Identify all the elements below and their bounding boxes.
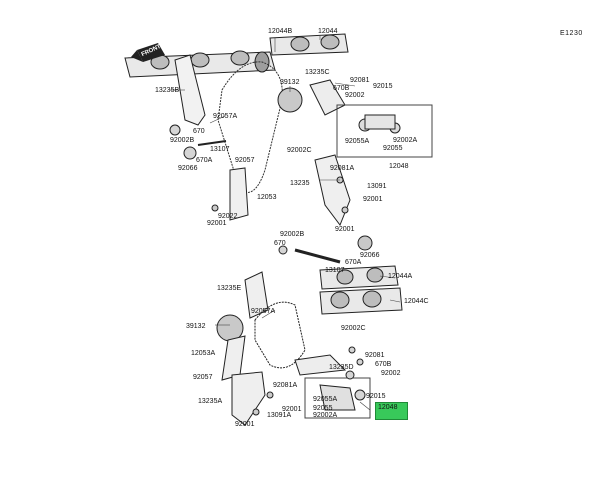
label-92001-mid-r: 92001 bbox=[363, 196, 383, 203]
label-12044a: 12044A bbox=[388, 273, 413, 280]
label-12053a: 12053A bbox=[191, 350, 216, 357]
label-13235d: 13235D bbox=[329, 364, 354, 371]
label-92081a-mid: 92081A bbox=[330, 165, 355, 172]
label-92057a-bot: 92057A bbox=[251, 308, 276, 315]
label-92002a-top: 92002A bbox=[393, 137, 418, 144]
label-13235a: 13235A bbox=[198, 398, 223, 405]
label-92002a-bot: 92002A bbox=[313, 412, 338, 419]
label-92002b-left: 92002B bbox=[170, 137, 195, 144]
bolt-92002b-top bbox=[169, 124, 181, 136]
label-670a-left: 670A bbox=[196, 157, 213, 164]
tensioner-13235d bbox=[294, 354, 347, 376]
label-13235b: 13235B bbox=[155, 87, 180, 94]
label-670b-bot: 670B bbox=[375, 361, 392, 368]
label-92001-mid-l: 92001 bbox=[207, 220, 227, 227]
label-92002c: 92002C bbox=[287, 147, 312, 154]
label-92081-top: 92081 bbox=[350, 77, 370, 84]
label-92002-top: 92002 bbox=[345, 92, 365, 99]
camshaft-12044c bbox=[319, 287, 403, 315]
label-92002-bot: 92002 bbox=[381, 370, 401, 377]
camshaft-12044 bbox=[269, 33, 349, 56]
label-92002c-bot: 92002C bbox=[341, 325, 366, 332]
label-13235c: 13235C bbox=[305, 69, 330, 76]
cam-chain-top bbox=[217, 61, 283, 193]
guide-13235e bbox=[244, 271, 269, 319]
label-670-left: 670 bbox=[193, 128, 205, 135]
label-39132-bot: 39132 bbox=[186, 323, 206, 330]
guide-12053a bbox=[221, 335, 246, 381]
label-92057a-top: 92057A bbox=[213, 113, 238, 120]
box-12048-top bbox=[336, 104, 433, 158]
label-92055a-bot: 92055A bbox=[313, 396, 338, 403]
label-92057-bot: 92057 bbox=[193, 374, 213, 381]
diagram-code: E1230 bbox=[560, 30, 583, 37]
label-92081a-bot: 92081A bbox=[273, 382, 298, 389]
label-670-mid: 670 bbox=[274, 240, 286, 247]
camshaft-12044a bbox=[319, 265, 399, 290]
label-12053: 12053 bbox=[257, 194, 277, 201]
label-12044: 12044 bbox=[318, 28, 338, 35]
label-92055a-top: 92055A bbox=[345, 138, 370, 145]
label-13091a: 13091A bbox=[267, 412, 292, 419]
label-92015-bot: 92015 bbox=[366, 393, 386, 400]
label-13107-top: 13107 bbox=[210, 146, 230, 153]
label-92001-bot2: 92001 bbox=[235, 421, 255, 428]
highlighted-part-12048[interactable]: 12048 bbox=[375, 402, 408, 420]
label-13107-mid: 13107 bbox=[325, 267, 345, 274]
label-92015-top: 92015 bbox=[373, 83, 393, 90]
tensioner-13235a bbox=[231, 371, 266, 426]
label-92055-bot: 92055 bbox=[313, 405, 333, 412]
label-92022: 92022 bbox=[218, 213, 238, 220]
label-12048-top: 12048 bbox=[389, 163, 409, 170]
label-13235e: 13235E bbox=[217, 285, 242, 292]
guide-12053 bbox=[229, 167, 249, 221]
label-92001-mid-r2: 92001 bbox=[335, 226, 355, 233]
label-12044c: 12044C bbox=[404, 298, 429, 305]
label-92002b-mid: 92002B bbox=[280, 231, 305, 238]
label-92066-mid: 92066 bbox=[360, 252, 380, 259]
label-13091-mid: 13091 bbox=[367, 183, 387, 190]
shaft-13107 bbox=[294, 248, 341, 264]
sprocket-92066-mid bbox=[357, 235, 373, 251]
label-12044b: 12044B bbox=[268, 28, 293, 35]
label-92001-bot: 92001 bbox=[282, 406, 302, 413]
box-12048-bottom bbox=[304, 377, 371, 419]
chain-guide-13235b bbox=[174, 54, 206, 126]
label-39132-top: 39132 bbox=[280, 79, 300, 86]
washer-92066-top bbox=[183, 146, 197, 160]
label-92066-left: 92066 bbox=[178, 165, 198, 172]
label-92057-top: 92057 bbox=[235, 157, 255, 164]
label-670b-top: 670B bbox=[333, 85, 350, 92]
label-92081-bot: 92081 bbox=[365, 352, 385, 359]
label-13235: 13235 bbox=[290, 180, 310, 187]
label-670a-mid: 670A bbox=[345, 259, 362, 266]
cam-chain-bottom bbox=[254, 301, 306, 369]
front-arrow-icon bbox=[131, 43, 165, 62]
label-92055-top: 92055 bbox=[383, 145, 403, 152]
